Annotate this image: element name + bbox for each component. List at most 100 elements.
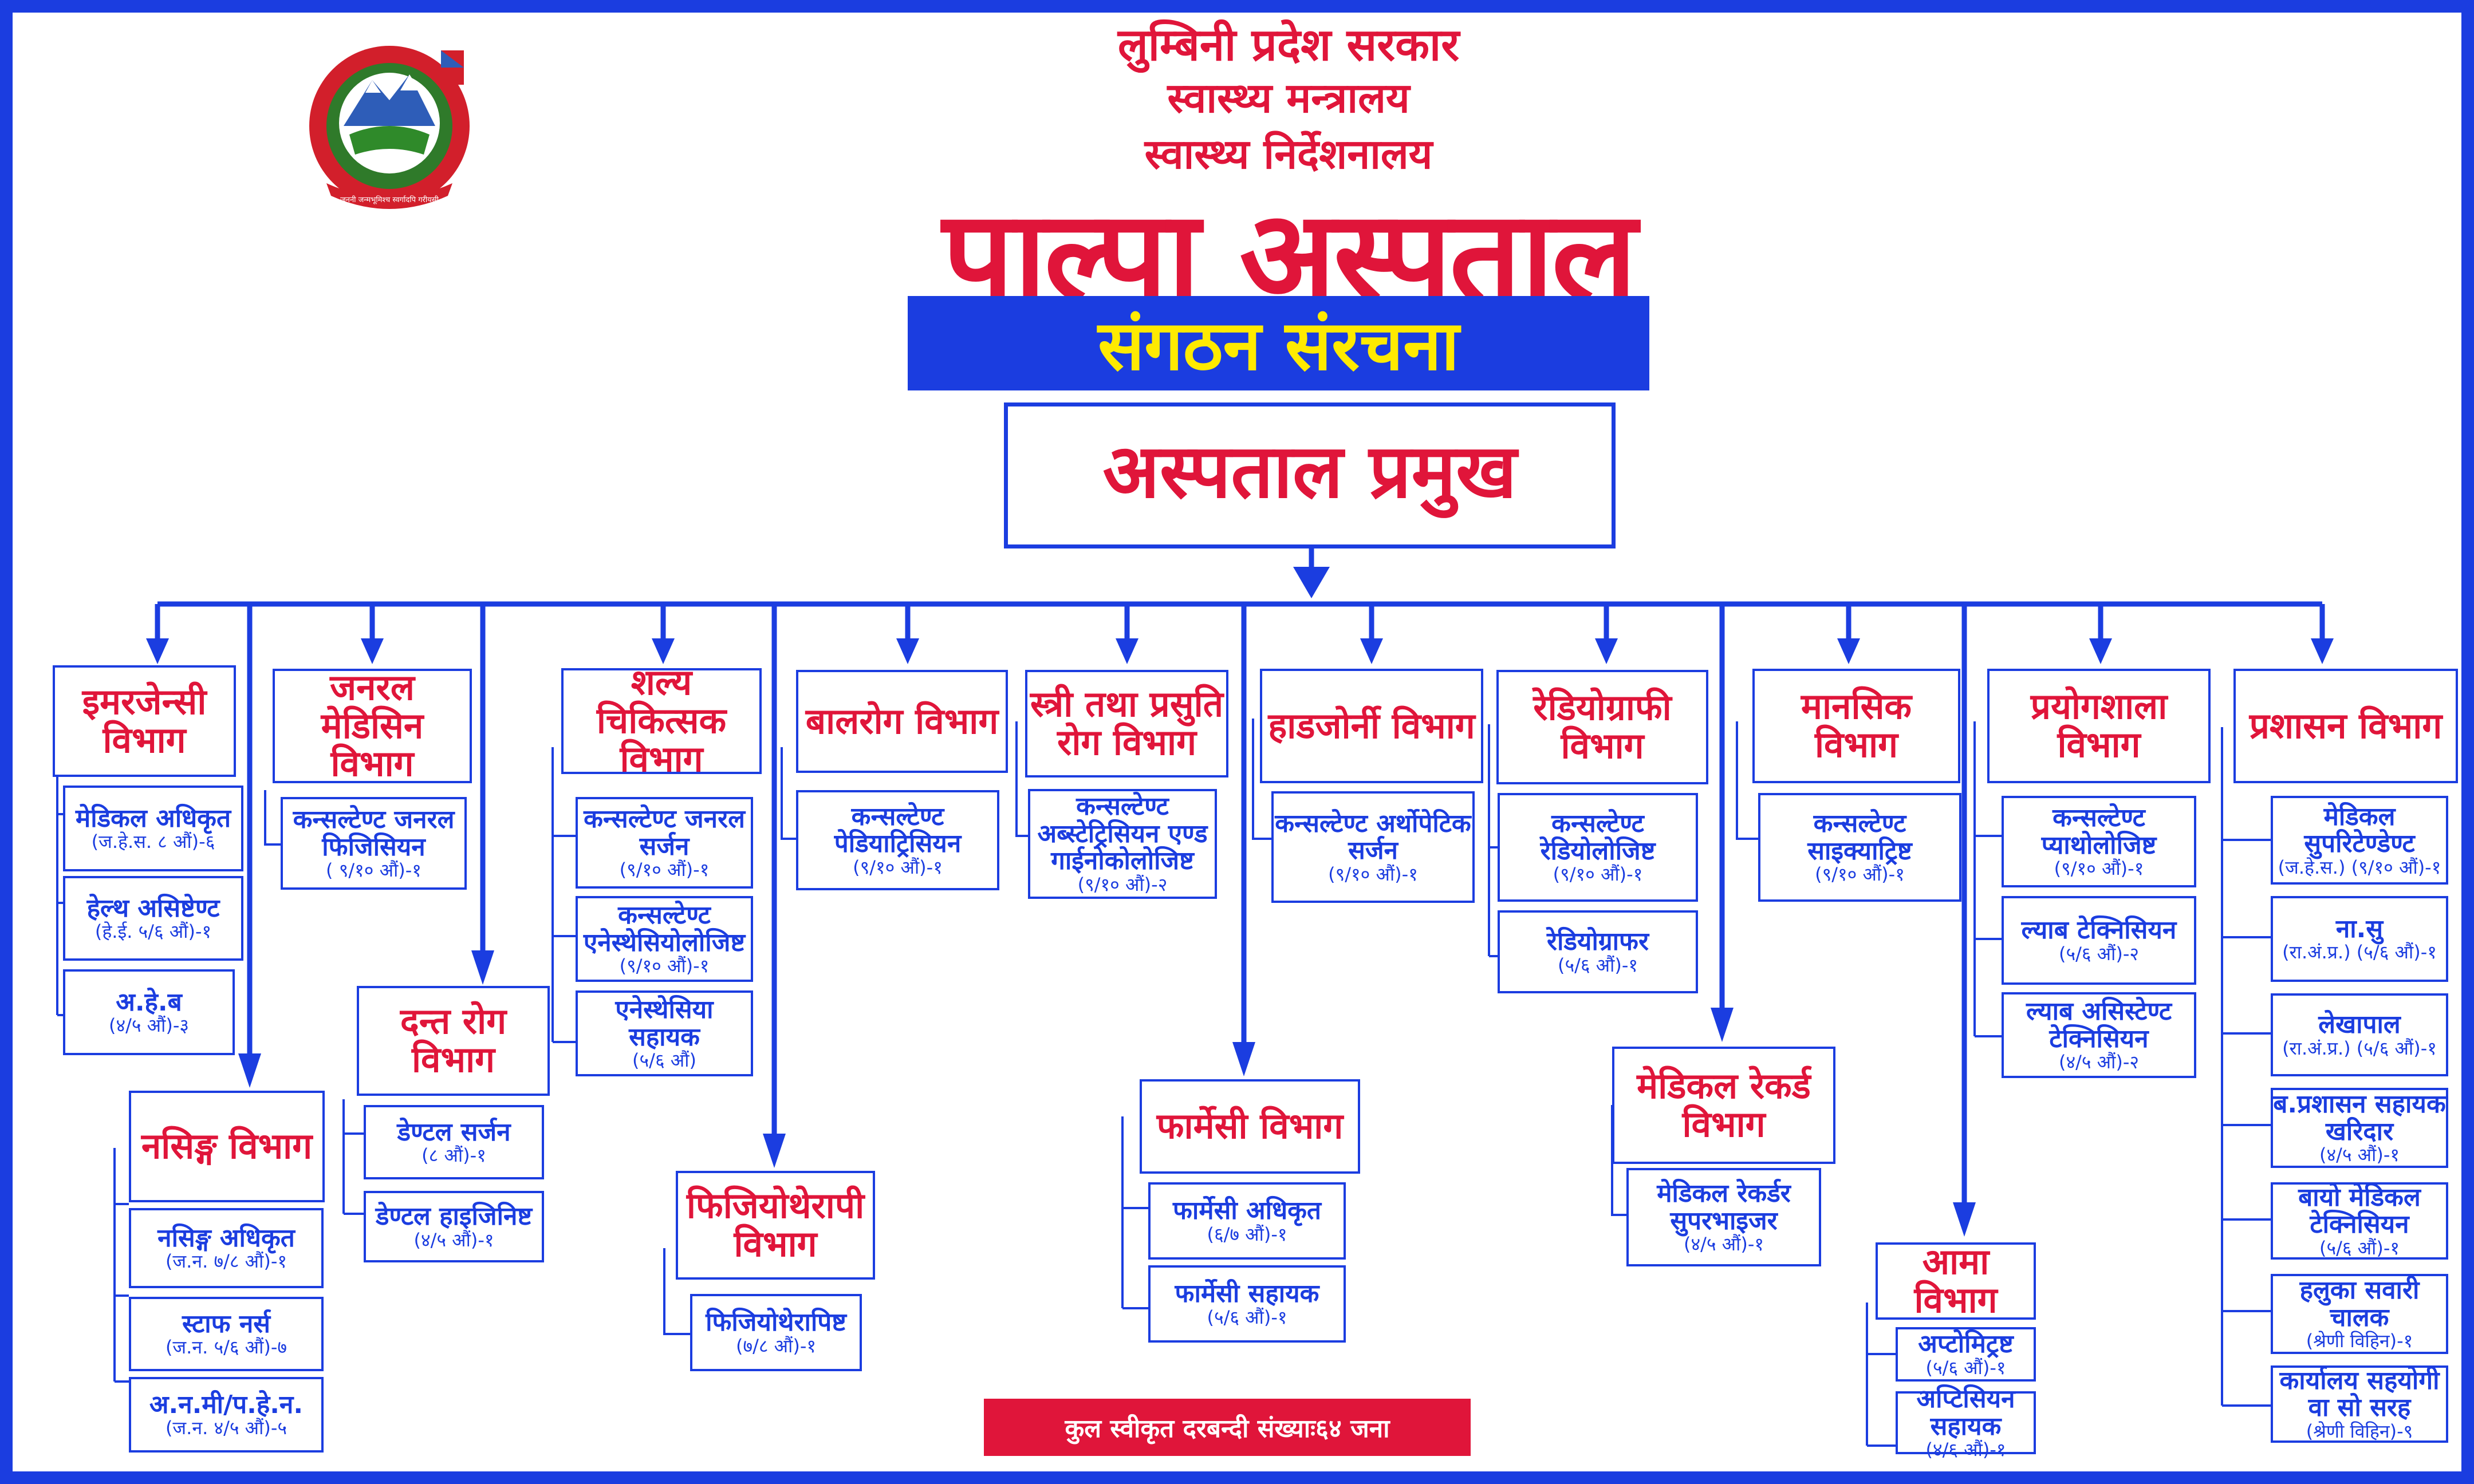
dept-general-medicine: जनरल मेडिसिन विभाग bbox=[273, 668, 472, 783]
post-detail: (६/७ औं)-१ bbox=[1207, 1223, 1287, 1245]
post-light-vehicle-driver: हलुका सवारी चालक(श्रेणी विहिन)-१ bbox=[2271, 1274, 2448, 1354]
post-title: फार्मेसी अधिकृत bbox=[1172, 1196, 1322, 1226]
post-title: ब.प्रशासन सहायक खरिदार bbox=[2273, 1090, 2446, 1146]
post-title: कन्सल्टेण्ट अब्स्टेट्रिसियन एण्ड गाईनोको… bbox=[1037, 792, 1208, 876]
post-staff-nurse: स्टाफ नर्स(ज.न. ५/६ औं)-७ bbox=[129, 1297, 324, 1371]
post-office-helper: कार्यालय सहयोगी वा सो सरह(श्रेणी विहिन)-… bbox=[2271, 1365, 2448, 1443]
post-anesthesia-assistant: एनेस्थेसिया सहायक(५/६ औं) bbox=[576, 990, 753, 1076]
post-title: कन्सल्टेण्ट अर्थोपेटिक सर्जन bbox=[1275, 808, 1471, 866]
post-title: ल्याब टेक्निसियन bbox=[2021, 915, 2177, 945]
post-title: कन्सल्टेण्ट पेडियाट्रिसियन bbox=[834, 802, 962, 859]
post-pediatrician: कन्सल्टेण्ट पेडियाट्रिसियन(९/१० औं)-१ bbox=[796, 790, 999, 890]
post-detail: (हे.ई. ५/६ औं)-१ bbox=[94, 921, 212, 943]
hospital-chief-box: अस्पताल प्रमुख bbox=[1004, 402, 1616, 548]
post-title: कन्सल्टेण्ट साइक्याट्रिष्ट bbox=[1807, 809, 1912, 866]
directorate-title: स्वास्थ्य निर्देशनालय bbox=[1144, 130, 1433, 178]
post-detail: (ज.हे.स.) (९/१० औं)-१ bbox=[2278, 856, 2441, 878]
post-detail: (५/६ औं)-१ bbox=[1207, 1306, 1287, 1328]
post-title: हलुका सवारी चालक bbox=[2299, 1276, 2420, 1332]
post-orthopedic-surgeon: कन्सल्टेण्ट अर्थोपेटिक सर्जन(९/१० औं)-१ bbox=[1271, 791, 1475, 903]
post-lab-assistant: ल्याब असिस्टेण्ट टेक्निसियन(४/५ औं)-२ bbox=[2002, 992, 2196, 1078]
post-title: स्टाफ नर्स bbox=[182, 1309, 271, 1339]
post-title: नसिङ्ग अधिकृत bbox=[157, 1223, 295, 1253]
post-nursing-officer: नसिङ्ग अधिकृत(ज.न. ७/८ औं)-१ bbox=[129, 1208, 324, 1288]
post-lab-technician: ल्याब टेक्निसियन(५/६ औं)-२ bbox=[2002, 896, 2196, 985]
dept-radiography: रेडियोग्राफी विभाग bbox=[1496, 670, 1708, 784]
post-detail: (४/६ औं)-१ bbox=[1925, 1439, 2006, 1461]
post-title: लेखापाल bbox=[2318, 1010, 2401, 1040]
post-detail: (७/८ औं)-१ bbox=[735, 1335, 817, 1357]
post-detail: (९/१० औं)-१ bbox=[1815, 863, 1905, 886]
dept-medical-record: मेडिकल रेकर्ड विभाग bbox=[1612, 1047, 1835, 1164]
post-detail: (९/१० औं)-१ bbox=[2054, 858, 2144, 880]
ministry-title: स्वास्थ्य मन्त्रालय bbox=[1167, 74, 1410, 122]
post-detail: (ज.न. ५/६ औं)-७ bbox=[165, 1336, 287, 1359]
svg-text:जननी जन्मभूमिश्च स्वर्गादपि गर: जननी जन्मभूमिश्च स्वर्गादपि गरीयसी bbox=[340, 195, 439, 204]
post-detail: (ज.न. ४/५ औं)-५ bbox=[165, 1417, 287, 1439]
org-structure-banner: संगठन संरचना bbox=[908, 296, 1649, 390]
post-detail: (९/१० औं)-१ bbox=[619, 859, 710, 881]
post-detail: (४/५ औं)-१ bbox=[1683, 1233, 1764, 1256]
post-title: एनेस्थेसिया सहायक bbox=[615, 995, 714, 1052]
post-title: कार्यालय सहयोगी वा सो सरह bbox=[2279, 1365, 2440, 1423]
post-detail: (४/५ औं)-१ bbox=[413, 1229, 494, 1251]
post-detail: (८ औं)-१ bbox=[421, 1144, 486, 1167]
post-accountant: लेखापाल(रा.अं.प्र.) (५/६ औं)-१ bbox=[2271, 993, 2448, 1076]
dept-nursing: नसिङ्ग विभाग bbox=[129, 1091, 325, 1202]
post-pharmacy-assistant: फार्मेसी सहायक(५/६ औं)-१ bbox=[1148, 1265, 1346, 1343]
post-title: डेण्टल सर्जन bbox=[397, 1117, 511, 1147]
post-detail: (ज.हे.स. ८ औं)-६ bbox=[91, 831, 215, 853]
post-title: डेण्टल हाइजिनिष्ट bbox=[375, 1202, 533, 1232]
dept-orthopedics: हाडजोर्नी विभाग bbox=[1260, 669, 1483, 783]
post-detail: (श्रेणी विहिन)-९ bbox=[2306, 1420, 2413, 1442]
post-title: मेडिकल रेकर्डर सुपरभाइजर bbox=[1657, 1179, 1791, 1236]
post-title: कन्सल्टेण्ट जनरल सर्जन bbox=[584, 804, 745, 861]
post-detail: (९/१० औं)-१ bbox=[1328, 863, 1418, 885]
post-optometrist: अप्टोमिट्रष्ट(५/६ औं)-१ bbox=[1896, 1327, 2036, 1382]
dept-maternity: आमा विभाग bbox=[1876, 1242, 2036, 1320]
post-title: हेल्थ असिष्टेण्ट bbox=[86, 893, 220, 923]
post-consultant-surgeon: कन्सल्टेण्ट जनरल सर्जन(९/१० औं)-१ bbox=[576, 797, 753, 889]
post-detail: (९/१० औं)-१ bbox=[619, 955, 710, 977]
post-radiologist: कन्सल्टेण्ट रेडियोलोजिष्ट(९/१० औं)-१ bbox=[1498, 793, 1698, 902]
post-detail: (४/५ औं)-१ bbox=[2319, 1144, 2400, 1166]
post-optician-assistant: अप्टिसियन सहायक(४/६ औं)-१ bbox=[1896, 1386, 2036, 1459]
post-detail: (५/६ औं)-१ bbox=[2319, 1237, 2400, 1259]
post-detail: (९/१० औं)-१ bbox=[1553, 863, 1643, 886]
post-detail: (५/६ औं)-१ bbox=[1557, 954, 1638, 976]
post-title: अप्टोमिट्रष्ट bbox=[1918, 1329, 2014, 1359]
post-title: ल्याब असिस्टेण्ट टेक्निसियन bbox=[2026, 997, 2172, 1053]
dept-psychiatry: मानसिक विभाग bbox=[1752, 669, 1960, 783]
post-purchase-assistant: ब.प्रशासन सहायक खरिदार(४/५ औं)-१ bbox=[2271, 1088, 2448, 1168]
post-medical-recorder: मेडिकल रेकर्डर सुपरभाइजर(४/५ औं)-१ bbox=[1626, 1168, 1821, 1266]
post-title: फार्मेसी सहायक bbox=[1175, 1279, 1319, 1309]
post-dental-hygienist: डेण्टल हाइजिनिष्ट(४/५ औं)-१ bbox=[364, 1191, 544, 1262]
post-title: मेडिकल अधिकृत bbox=[75, 803, 231, 833]
post-detail: (४/५ औं)-२ bbox=[2058, 1051, 2140, 1073]
post-title: कन्सल्टेण्ट रेडियोलोजिष्ट bbox=[1540, 809, 1656, 866]
post-detail: (श्रेणी विहिन)-१ bbox=[2306, 1330, 2413, 1352]
post-consultant-physician: कन्सल्टेण्ट जनरल फिजिसियन( ९/१० औं)-१ bbox=[281, 797, 467, 890]
post-title: मेडिकल सुपरिटेण्डेण्ट bbox=[2304, 802, 2415, 859]
post-title: अ.न.मी/प.हे.न. bbox=[149, 1390, 304, 1419]
dept-pharmacy: फार्मेसी विभाग bbox=[1140, 1079, 1360, 1174]
post-title: ना.सु bbox=[2335, 914, 2384, 944]
post-title: अप्टिसियन सहायक bbox=[1916, 1384, 2015, 1441]
post-detail: (५/६ औं)-१ bbox=[1925, 1356, 2006, 1379]
post-detail: (रा.अं.प्र.) (५/६ औं)-१ bbox=[2282, 941, 2437, 964]
post-health-assistant: हेल्थ असिष्टेण्ट(हे.ई. ५/६ औं)-१ bbox=[63, 876, 243, 961]
post-gynecologist: कन्सल्टेण्ट अब्स्टेट्रिसियन एण्ड गाईनोको… bbox=[1028, 789, 1217, 899]
post-detail: (५/६ औं)-२ bbox=[2058, 942, 2140, 965]
post-medical-officer: मेडिकल अधिकृत(ज.हे.स. ८ औं)-६ bbox=[63, 786, 243, 871]
nepal-emblem-icon: जननी जन्मभूमिश्च स्वर्गादपि गरीयसी bbox=[309, 46, 470, 209]
post-detail: (४/५ औं)-३ bbox=[108, 1015, 190, 1037]
post-pharmacy-officer: फार्मेसी अधिकृत(६/७ औं)-१ bbox=[1148, 1182, 1346, 1260]
post-title: कन्सल्टेण्ट जनरल फिजिसियन bbox=[293, 805, 455, 862]
post-pathologist: कन्सल्टेण्ट प्याथोलोजिष्ट(९/१० औं)-१ bbox=[2002, 796, 2196, 887]
province-title: लुम्बिनी प्रदेश सरकार bbox=[1117, 19, 1460, 71]
post-title: कन्सल्टेण्ट प्याथोलोजिष्ट bbox=[2041, 803, 2157, 860]
dept-gynecology: स्त्री तथा प्रसुति रोग विभाग bbox=[1025, 670, 1228, 777]
post-title: फिजियोथेरापिष्ट bbox=[706, 1308, 846, 1337]
dept-physiotherapy: फिजियोथेरापी विभाग bbox=[676, 1171, 875, 1280]
